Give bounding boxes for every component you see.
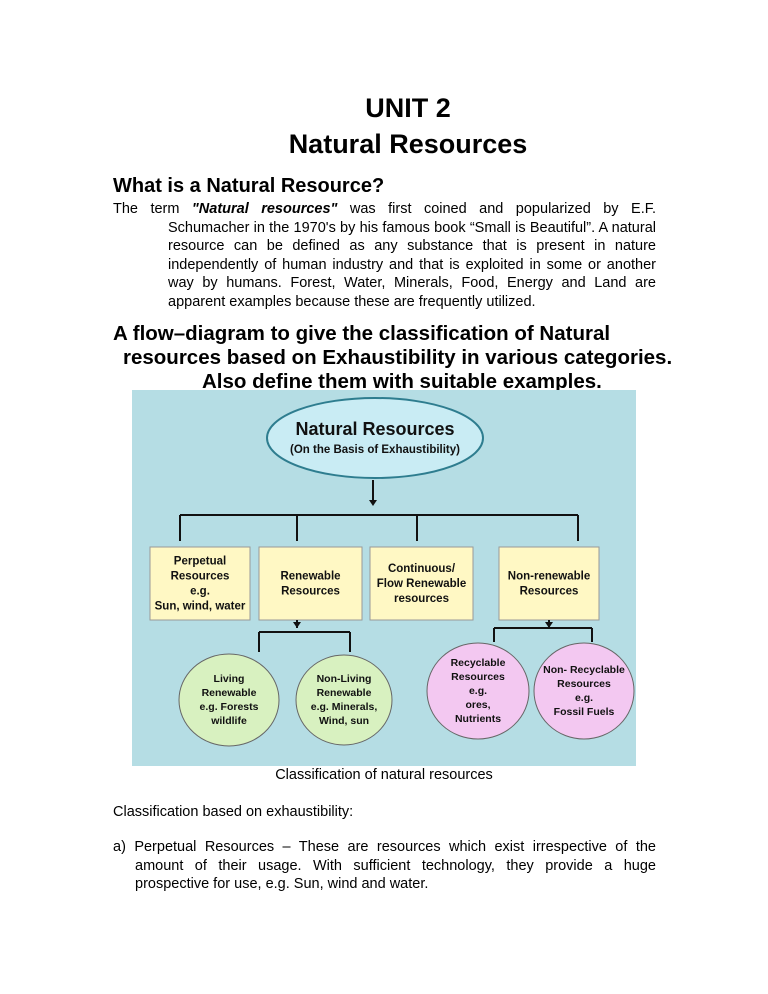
subcategory-4-line-2: Resources (557, 678, 611, 690)
category-4-line-2: Resources (520, 586, 579, 598)
subcategory-2-line-4: Wind, sun (319, 715, 369, 727)
category-4-line-1: Non-renewable (508, 571, 590, 583)
root-arrow (369, 500, 377, 506)
classification-diagram: Natural Resources (On the Basis of Exhaus… (132, 390, 636, 766)
subcategory-3-line-1: Recyclable (451, 657, 506, 669)
category-1-line-3: e.g. (190, 586, 210, 598)
category-box-3 (369, 546, 474, 621)
unit-number: UNIT 2 (365, 93, 451, 123)
flow-heading-line-2: resources based on Exhaustibility in var… (123, 346, 673, 369)
category-box-2 (258, 546, 363, 621)
intro-term: "Natural resources" (191, 201, 338, 217)
flow-diagram-heading: A flow–diagram to give the classificatio… (113, 322, 673, 394)
subcategory-3-line-3: e.g. (469, 685, 487, 697)
flow-heading-line-1: A flow–diagram to give the classificatio… (113, 322, 611, 345)
flow-heading-line-3: Also define them with suitable examples. (202, 370, 602, 393)
subcategory-3-line-5: Nutrients (455, 713, 501, 725)
intro-body: was first coined and popularized by E.F.… (168, 201, 657, 310)
category-1-line-2: Resources (171, 571, 230, 583)
subcategory-3-line-4: ores, (465, 699, 490, 711)
subcategory-4-line-3: e.g. (575, 692, 593, 704)
root-node (266, 397, 484, 479)
category-2-line-1: Renewable (280, 571, 340, 583)
page-title: Natural Resources (288, 129, 528, 159)
category-3-line-2: Flow Renewable (377, 578, 466, 590)
category-1-line-4: Sun, wind, water (155, 601, 246, 613)
intro-paragraph: The term "Natural resources" was first c… (113, 200, 656, 312)
root-title: Natural Resources (295, 419, 454, 439)
category-box-1 (149, 546, 251, 621)
subcategory-2-line-1: Non-Living (317, 673, 372, 685)
diagram-caption: Classification of natural resources (275, 767, 493, 783)
subcategory-3-line-2: Resources (451, 671, 505, 683)
subcategory-node-4 (533, 642, 635, 740)
nonrenewable-arrow (545, 622, 553, 628)
subcategory-1-line-4: wildlife (210, 715, 247, 727)
subcategory-1-line-3: e.g. Forests (200, 701, 259, 713)
subcategory-4-line-1: Non- Recyclable (543, 664, 625, 676)
subcategory-node-1 (178, 653, 280, 747)
subcategory-4-line-4: Fossil Fuels (554, 706, 615, 718)
subcategory-node-2 (295, 654, 393, 746)
intro-lead: The term (113, 201, 192, 217)
subcategory-node-3 (426, 642, 530, 740)
subcategory-2-line-3: e.g. Minerals, (311, 701, 378, 713)
subcategory-2-line-2: Renewable (317, 687, 372, 699)
perpetual-definition: a) Perpetual Resources – These are resou… (113, 839, 656, 893)
diagram-canvas: Natural Resources (On the Basis of Exhaus… (149, 397, 635, 747)
category-1-line-1: Perpetual (174, 556, 226, 568)
section-heading-what-is: What is a Natural Resource? (113, 175, 385, 197)
subcategory-1-line-2: Renewable (202, 687, 257, 699)
category-3-line-1: Continuous/ (388, 563, 456, 575)
classification-intro: Classification based on exhaustibility: (113, 804, 354, 820)
root-subtitle: (On the Basis of Exhaustibility) (290, 444, 460, 456)
category-3-line-3: resources (394, 593, 449, 605)
category-box-4 (498, 546, 600, 621)
category-2-line-2: Resources (281, 586, 340, 598)
subcategory-1-line-1: Living (214, 673, 245, 685)
